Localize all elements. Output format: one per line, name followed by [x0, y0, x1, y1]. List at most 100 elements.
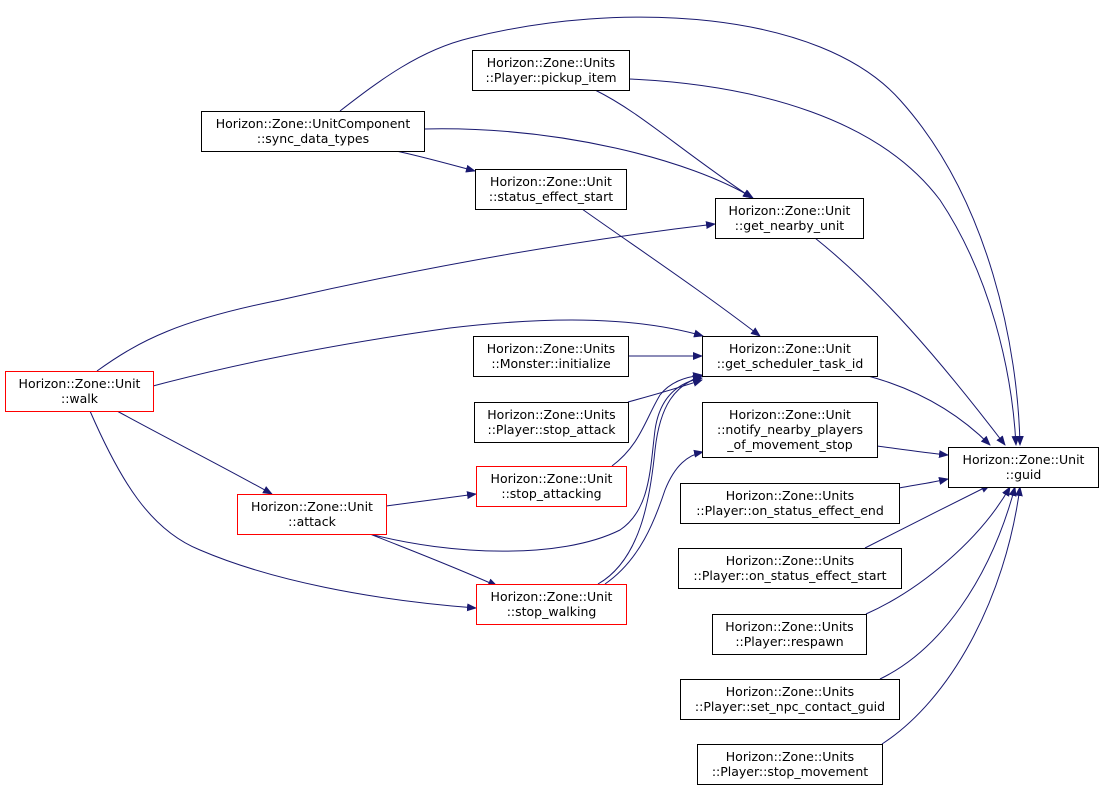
edge-walk-to-stop-walking	[89, 410, 477, 612]
edge-pickup-item-to-guid	[628, 78, 1020, 446]
edge-respawn-to-guid	[865, 486, 1011, 615]
node-label-line: ::Player::on_status_effect_end	[696, 503, 884, 518]
edge-on-status-effect-end-to-guid	[898, 477, 949, 489]
node-stop-walking[interactable]: Horizon::Zone::Unit::stop_walking	[476, 584, 627, 625]
node-box	[948, 447, 1099, 488]
node-label-line: Horizon::Zone::Unit	[729, 341, 851, 356]
edge-sync-data-types-to-guid	[339, 16, 1024, 446]
node-guid[interactable]: Horizon::Zone::Unit::guid	[948, 447, 1099, 488]
node-label-line: ::Player::set_npc_contact_guid	[695, 699, 885, 714]
node-label-line: Horizon::Zone::Unit	[491, 471, 613, 486]
node-set-npc-contact-guid[interactable]: Horizon::Zone::Units::Player::set_npc_co…	[680, 679, 900, 720]
node-label-line: Horizon::Zone::Units	[487, 55, 615, 70]
edge-walk-to-attack	[116, 410, 273, 495]
node-box	[712, 614, 867, 655]
node-box	[702, 402, 878, 458]
node-label-line: ::Player::pickup_item	[485, 70, 616, 85]
node-box	[5, 371, 154, 412]
node-box	[680, 483, 900, 524]
node-box	[680, 679, 900, 720]
node-label-line: Horizon::Zone::Unit	[491, 589, 613, 604]
node-box	[475, 169, 627, 210]
node-label-line: ::notify_nearby_players	[717, 422, 863, 437]
node-label-line: Horizon::Zone::Units	[726, 749, 854, 764]
node-pickup-item[interactable]: Horizon::Zone::Units::Player::pickup_ite…	[472, 50, 630, 91]
edge-attack-to-stop-attacking	[385, 491, 477, 507]
node-label-line: ::Player::stop_attack	[487, 422, 616, 437]
node-monster-initialize[interactable]: Horizon::Zone::Units::Monster::initializ…	[473, 336, 629, 377]
node-label-line: ::attack	[288, 514, 336, 529]
edge-sync-data-types-to-get-nearby-unit	[423, 128, 754, 199]
node-box	[678, 548, 902, 589]
node-player-stop-attack[interactable]: Horizon::Zone::Units::Player::stop_attac…	[474, 402, 629, 443]
node-status-effect-start[interactable]: Horizon::Zone::Unit::status_effect_start	[475, 169, 627, 210]
node-label-line: ::guid	[1006, 467, 1042, 482]
edge-player-stop-attack-to-get-scheduler-task-id	[627, 379, 703, 403]
edge-get-scheduler-task-id-to-guid	[867, 375, 991, 446]
node-box	[476, 584, 627, 625]
node-box	[715, 198, 864, 239]
node-label-line: ::Player::on_status_effect_start	[693, 568, 886, 583]
node-label-line: Horizon::Zone::Unit	[729, 407, 851, 422]
edge-stop-attacking-to-get-scheduler-task-id	[611, 372, 703, 467]
edge-attack-to-stop-walking	[369, 533, 498, 587]
node-label-line: Horizon::Zone::UnitComponent	[216, 116, 411, 131]
node-label-line: Horizon::Zone::Units	[726, 488, 854, 503]
node-walk[interactable]: Horizon::Zone::Unit::walk	[5, 371, 154, 412]
node-attack[interactable]: Horizon::Zone::Unit::attack	[237, 494, 387, 535]
nodes-layer: Horizon::Zone::Unit::guidHorizon::Zone::…	[5, 50, 1099, 785]
node-label-line: ::stop_attacking	[501, 486, 601, 501]
edge-pickup-item-to-get-nearby-unit	[594, 89, 753, 199]
edge-sync-data-types-to-status-effect-start	[395, 150, 476, 173]
node-box	[237, 494, 387, 535]
node-label-line: Horizon::Zone::Units	[487, 407, 615, 422]
node-get-scheduler-task-id[interactable]: Horizon::Zone::Unit::get_scheduler_task_…	[702, 336, 878, 377]
node-box	[476, 466, 627, 507]
edge-set-npc-contact-guid-to-guid	[879, 486, 1017, 680]
node-label-line: ::get_nearby_unit	[735, 218, 845, 233]
node-box	[473, 336, 629, 377]
node-on-status-effect-start[interactable]: Horizon::Zone::Units::Player::on_status_…	[678, 548, 902, 589]
node-label-line: Horizon::Zone::Unit	[19, 376, 141, 391]
node-label-line: _of_movement_stop	[726, 437, 852, 452]
node-box	[697, 744, 883, 785]
node-box	[472, 50, 630, 91]
edge-status-effect-start-to-get-scheduler-task-id	[581, 208, 761, 337]
node-label-line: ::Player::respawn	[735, 634, 843, 649]
node-label-line: ::walk	[61, 391, 99, 406]
node-label-line: Horizon::Zone::Units	[487, 341, 615, 356]
edge-stop-movement-to-guid	[881, 486, 1023, 745]
node-label-line: Horizon::Zone::Unit	[963, 452, 1085, 467]
edge-on-status-effect-start-to-guid	[864, 484, 991, 549]
node-label-line: Horizon::Zone::Units	[725, 619, 853, 634]
node-on-status-effect-end[interactable]: Horizon::Zone::Units::Player::on_status_…	[680, 483, 900, 524]
edge-stop-walking-to-notify-nearby-players	[604, 449, 704, 585]
node-label-line: ::sync_data_types	[257, 131, 369, 146]
node-label-line: ::Player::stop_movement	[712, 764, 868, 779]
node-label-line: ::stop_walking	[507, 604, 597, 619]
edge-notify-nearby-players-to-guid	[876, 445, 949, 459]
node-label-line: Horizon::Zone::Units	[726, 684, 854, 699]
edge-attack-to-get-scheduler-task-id	[369, 375, 703, 552]
node-stop-movement[interactable]: Horizon::Zone::Units::Player::stop_movem…	[697, 744, 883, 785]
node-label-line: Horizon::Zone::Unit	[729, 203, 851, 218]
node-box	[702, 336, 878, 377]
node-label-line: Horizon::Zone::Unit	[251, 499, 373, 514]
node-stop-attacking[interactable]: Horizon::Zone::Unit::stop_attacking	[476, 466, 627, 507]
edge-stop-walking-to-get-scheduler-task-id	[597, 375, 703, 585]
node-box	[474, 402, 629, 443]
node-label-line: Horizon::Zone::Units	[726, 553, 854, 568]
edge-get-nearby-unit-to-guid	[814, 237, 1006, 446]
node-label-line: ::get_scheduler_task_id	[717, 356, 864, 371]
node-label-line: ::status_effect_start	[489, 189, 613, 204]
edge-walk-to-get-nearby-unit	[96, 221, 716, 372]
node-label-line: ::Monster::initialize	[491, 356, 611, 371]
node-get-nearby-unit[interactable]: Horizon::Zone::Unit::get_nearby_unit	[715, 198, 864, 239]
edge-walk-to-get-scheduler-task-id	[152, 319, 704, 387]
edges-layer	[89, 16, 1024, 745]
node-notify-nearby-players[interactable]: Horizon::Zone::Unit::notify_nearby_playe…	[702, 402, 878, 458]
node-box	[201, 111, 425, 152]
node-sync-data-types[interactable]: Horizon::Zone::UnitComponent::sync_data_…	[201, 111, 425, 152]
node-respawn[interactable]: Horizon::Zone::Units::Player::respawn	[712, 614, 867, 655]
